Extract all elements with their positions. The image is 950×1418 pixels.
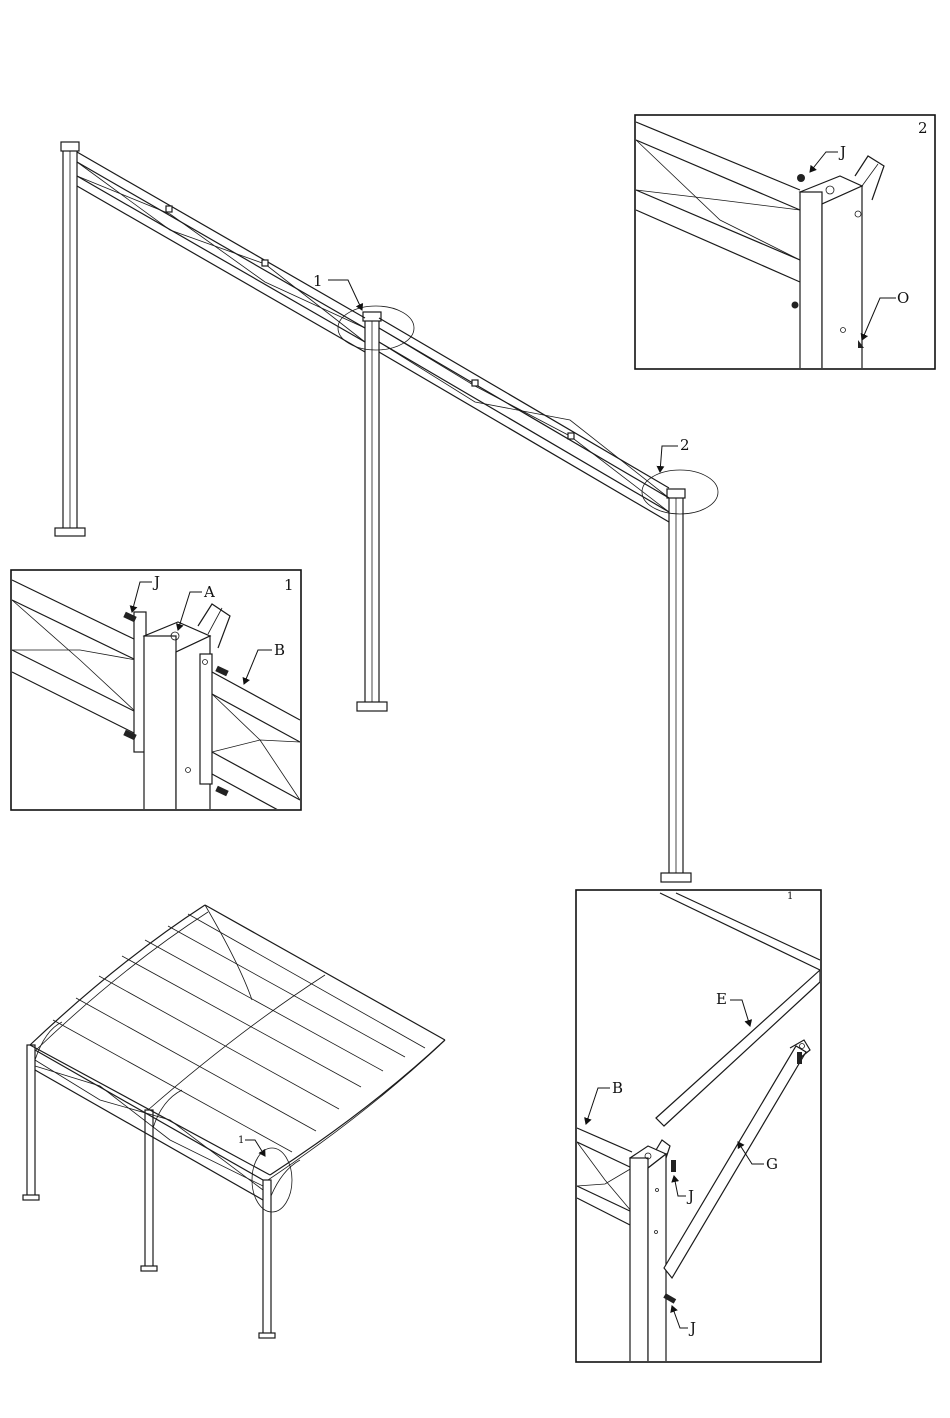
detail-1-number: 1 xyxy=(284,576,294,594)
middle-post xyxy=(357,312,387,711)
detail-canopy-number: 1 xyxy=(787,891,793,902)
canopy-overview: 1 xyxy=(23,905,445,1338)
callout-2-label: 2 xyxy=(680,436,690,454)
detail-2-label-j: J xyxy=(838,143,846,161)
detail-canopy-panel: 1 E B G J J xyxy=(576,890,821,1363)
detail-1-panel: 1 J A B xyxy=(11,570,301,822)
detail-2-number: 2 xyxy=(918,119,928,137)
truss-beam-right xyxy=(379,318,669,522)
callout-1-label: 1 xyxy=(313,272,323,290)
right-post xyxy=(661,489,691,882)
detail-1-label-j: J xyxy=(152,573,160,591)
left-post xyxy=(55,142,85,536)
detail-canopy-label-e: E xyxy=(716,990,727,1008)
detail-canopy-label-g: G xyxy=(766,1155,778,1173)
detail-2-label-o: O xyxy=(897,289,909,307)
canopy-callout-circle xyxy=(252,1148,292,1212)
detail-2-panel: 2 J O xyxy=(635,115,935,372)
detail-canopy-label-j2: J xyxy=(688,1319,696,1337)
canopy-callout-label: 1 xyxy=(238,1135,244,1146)
detail-1-label-a: A xyxy=(203,583,215,601)
detail-canopy-label-j1: J xyxy=(686,1187,694,1205)
detail-1-label-b: B xyxy=(274,641,285,659)
truss-beam-left xyxy=(77,152,365,352)
detail-canopy-label-b: B xyxy=(612,1079,623,1097)
